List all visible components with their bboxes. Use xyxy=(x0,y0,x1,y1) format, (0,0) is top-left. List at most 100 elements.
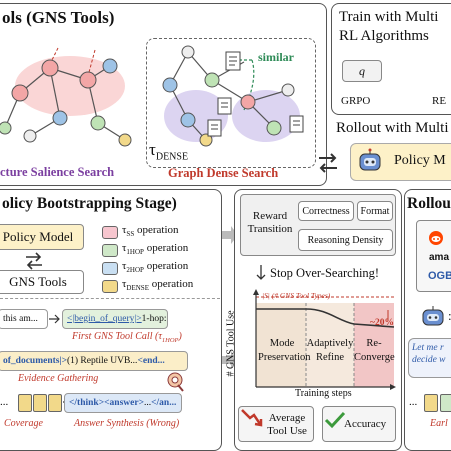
gns-tools-title: ols (GNS Tools) xyxy=(2,8,115,27)
re-label: RE xyxy=(432,95,447,107)
rl-title-line1: Train with Multi xyxy=(339,9,439,25)
query-call-box: <|begin_of_query|> 1-hop: xyxy=(62,309,168,329)
avg-tool-use-label: Average Tool Use xyxy=(267,412,307,437)
accuracy-box xyxy=(322,406,396,442)
document-icon xyxy=(225,51,241,71)
chart-y-label: # GNS Tool Use xyxy=(225,310,237,377)
correctness-box: Correctness xyxy=(298,201,354,221)
thought-bubble: Let me r decide w xyxy=(408,338,451,378)
graph-node xyxy=(180,112,196,128)
reconverge-region xyxy=(354,303,394,387)
document-icon xyxy=(217,97,232,115)
tool-use-curve xyxy=(256,308,395,328)
document-icon xyxy=(289,115,304,133)
robot-icon xyxy=(422,306,444,326)
document-icon xyxy=(207,119,222,137)
rl-training-panel xyxy=(331,3,451,115)
graph-node xyxy=(266,120,282,136)
legend-tau-ss: τSS operation xyxy=(122,224,179,239)
amazon-logo: ama xyxy=(429,252,450,263)
tau-dense-label: τDENSE xyxy=(149,140,189,163)
accuracy-label: Accuracy xyxy=(344,418,387,430)
graph-node xyxy=(0,121,12,135)
graph-node xyxy=(90,115,106,131)
bootstrap-title: olicy Bootstrapping Stage) xyxy=(2,195,177,212)
first-tool-call-caption: First GNS Tool Call (τ1HOP) xyxy=(72,331,182,344)
graph-node xyxy=(204,72,220,88)
yellow-swatch xyxy=(102,280,118,293)
graph-node xyxy=(281,83,295,97)
format-box: Format xyxy=(357,201,393,221)
phase-reconverge: Re-Converge xyxy=(354,338,395,363)
dense-search-box xyxy=(146,38,316,168)
rl-title-line2: RL Algorithms xyxy=(339,28,429,44)
graph-node xyxy=(162,77,178,93)
graph-node xyxy=(41,59,59,77)
graph-node xyxy=(118,133,132,147)
grpo-label: GRPO xyxy=(341,95,371,107)
trend-down-icon xyxy=(241,409,263,427)
trace-text-box: this am... xyxy=(0,309,48,329)
legend-tau-1hop: τ1HOP operation xyxy=(122,242,189,257)
evidence-caption: Evidence Gathering xyxy=(18,373,99,384)
answer-synthesis-caption: Answer Synthesis (Wrong) xyxy=(74,418,180,429)
chart-x-label: Training steps xyxy=(295,388,352,399)
swap-arrows-icon xyxy=(319,153,337,173)
gns-tools-box: GNS Tools xyxy=(0,270,84,294)
graph-node xyxy=(102,58,118,74)
rollout-colon: : xyxy=(448,308,451,324)
graph-node xyxy=(23,129,37,143)
arrow-down-icon xyxy=(256,265,266,280)
answer-box: </think><answer>...</an... xyxy=(64,393,182,413)
reasoning-density-box: Reasoning Density xyxy=(298,229,393,251)
salience-search-label: cture Salience Search xyxy=(0,165,115,179)
pink-swatch xyxy=(102,226,118,239)
graph-node xyxy=(11,84,29,102)
policy-model-box-left: Policy Model xyxy=(0,224,84,250)
tool-use-chart xyxy=(253,289,396,390)
similar-label: similar xyxy=(258,50,294,64)
stage-block xyxy=(33,394,47,412)
check-icon xyxy=(324,411,346,429)
avg-tool-use-box xyxy=(238,406,314,442)
arrow-right-icon xyxy=(49,314,60,324)
legend-tau-dense: τDENSE operation xyxy=(122,278,194,293)
graph-dense-graph xyxy=(162,45,304,147)
stage-block xyxy=(424,394,438,412)
dense-search-label: Graph Dense Search xyxy=(168,166,279,180)
documents-box: of_documents|> (1) Reptile UVB...<end... xyxy=(0,351,188,371)
graph-node xyxy=(79,71,97,89)
search-agent-icon xyxy=(167,372,184,392)
ogb-logo: OGB xyxy=(428,270,451,282)
graph-node xyxy=(240,94,256,110)
reddit-icon xyxy=(429,231,443,245)
coverage-caption: Coverage xyxy=(4,418,43,429)
robot-icon xyxy=(359,148,381,171)
stage-block xyxy=(48,394,62,412)
adaptive-refine-region xyxy=(306,303,354,387)
green-swatch xyxy=(102,244,118,257)
rollout-dots: ... xyxy=(409,396,418,408)
graph-node xyxy=(199,133,213,147)
rollout-title: Rollout with Multi xyxy=(336,120,449,136)
graph-node xyxy=(181,45,195,59)
stage-block xyxy=(440,394,451,412)
graph-node xyxy=(52,110,68,126)
stop-oversearching-label: Stop Over-Searching! xyxy=(270,266,380,280)
row3-dots: ... xyxy=(0,396,9,408)
phase-mode-preservation: Mode Preservation xyxy=(258,338,311,363)
legend-tau-2hop: τ2HOP operation xyxy=(122,260,189,275)
reward-transition-label: Reward Transition xyxy=(247,210,293,235)
divider xyxy=(0,298,220,299)
stage-block xyxy=(18,394,32,412)
chart-note: |S| (# GNS Tool Types) xyxy=(262,291,331,300)
structure-salience-graph xyxy=(0,47,132,147)
phase-adaptively-refine: Adaptively Refine xyxy=(306,338,354,363)
rollout-title: Rollou xyxy=(407,195,451,212)
swap-arrows-icon xyxy=(26,252,42,270)
query-box: q xyxy=(342,60,382,82)
drop-percent-label: ~20% xyxy=(370,318,394,328)
early-caption: Earl xyxy=(430,418,448,429)
blue-swatch xyxy=(102,262,118,275)
policy-model-label: Policy M xyxy=(394,153,446,168)
